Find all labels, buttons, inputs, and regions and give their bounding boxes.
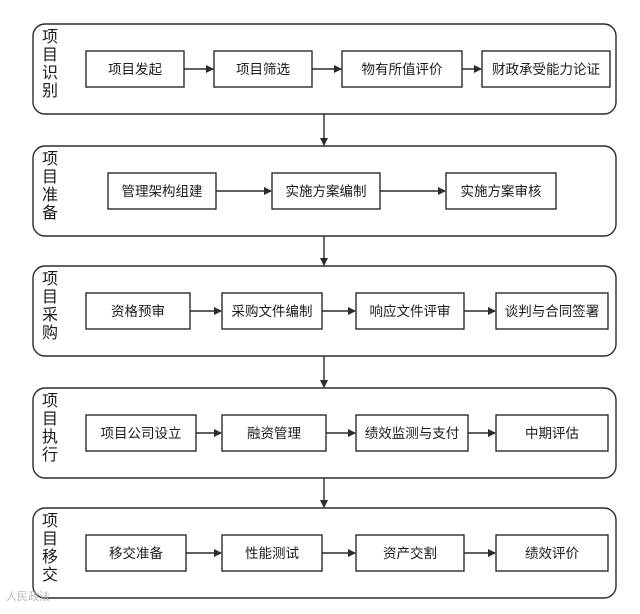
step-box — [445, 172, 557, 210]
phase-label-char: 目 — [42, 529, 58, 548]
phase-label-char: 项 — [42, 27, 58, 46]
phase-label-char: 移 — [42, 547, 58, 566]
phase-label-char: 目 — [42, 409, 58, 428]
watermark: 人民政法 — [6, 590, 50, 603]
step-label: 融资管理 — [247, 426, 301, 442]
step-label: 绩效监测与支付 — [365, 426, 460, 442]
step-box — [85, 292, 191, 330]
phase-label-char: 执 — [42, 427, 58, 446]
step-box — [85, 534, 187, 572]
step-label: 项目发起 — [108, 62, 162, 78]
phase-label-char: 项 — [42, 149, 58, 168]
step-label: 采购文件编制 — [232, 304, 313, 320]
step-box — [341, 50, 463, 88]
step-box — [481, 50, 611, 88]
step-label: 财政承受能力论证 — [492, 62, 600, 78]
step-label: 资格预审 — [111, 304, 165, 320]
step-label: 项目公司设立 — [101, 426, 182, 442]
step-label: 性能测试 — [245, 546, 299, 562]
step-label: 项目筛选 — [236, 62, 290, 78]
step-box — [355, 414, 469, 452]
step-label: 绩效评价 — [525, 546, 579, 562]
step-box — [221, 534, 323, 572]
step-box — [495, 534, 609, 572]
step-box — [213, 50, 313, 88]
phase-label-char: 交 — [42, 565, 58, 584]
phase-label-char: 目 — [42, 167, 58, 186]
phase-label-char: 购 — [42, 323, 58, 342]
step-label: 实施方案编制 — [286, 183, 367, 200]
step-box — [355, 292, 465, 330]
step-box — [107, 172, 217, 210]
step-label: 实施方案审核 — [461, 183, 542, 200]
phase-label-char: 行 — [42, 445, 58, 464]
step-label: 响应文件评审 — [370, 303, 451, 320]
step-label: 谈判与合同签署 — [505, 303, 600, 320]
phase-label-char: 项 — [42, 269, 58, 288]
phase-label-char: 采 — [42, 305, 58, 324]
step-box — [495, 414, 609, 452]
phase-label-char: 备 — [42, 203, 58, 222]
phase-label-char: 项 — [42, 391, 58, 410]
phase-label-char: 准 — [42, 185, 58, 204]
step-box — [495, 292, 609, 330]
step-label: 物有所值评价 — [362, 62, 443, 78]
step-box — [271, 172, 381, 210]
phase-label-char: 识 — [42, 63, 58, 82]
step-label: 资产交割 — [383, 545, 437, 562]
step-box — [85, 414, 197, 452]
step-box — [221, 414, 327, 452]
phase-label-char: 项 — [42, 511, 58, 530]
step-label: 管理架构组建 — [122, 184, 203, 200]
step-label: 移交准备 — [109, 545, 163, 562]
phase-label-char: 目 — [42, 287, 58, 306]
phase-label-char: 目 — [42, 45, 58, 64]
step-box — [85, 50, 185, 88]
phase-label-char: 别 — [42, 81, 58, 100]
step-box — [221, 292, 323, 330]
step-label: 中期评估 — [525, 426, 579, 442]
step-box — [355, 534, 465, 572]
